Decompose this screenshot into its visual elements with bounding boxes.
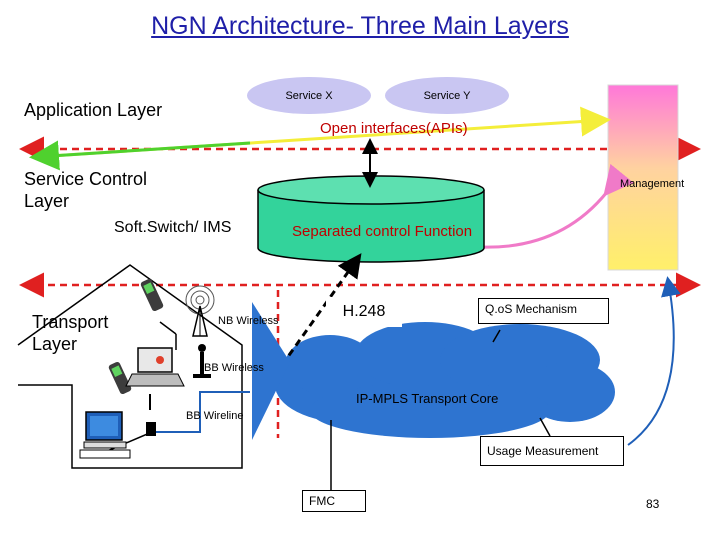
- management-control-arrow: [329, 163, 634, 249]
- bb-wireless-label: BB Wireless: [204, 362, 264, 374]
- service-x-oval: Service X: [247, 77, 371, 114]
- modem-icon: [146, 422, 156, 436]
- laptop-icon: [125, 347, 185, 387]
- usage-management-arrow: [627, 276, 681, 446]
- fmc-box: FMC: [302, 490, 366, 512]
- page-number: 83: [646, 497, 660, 511]
- ip-mpls-label: IP-MPLS Transport Core: [356, 391, 499, 406]
- separated-control-label: Separated control Function: [292, 223, 473, 240]
- pc-link: [104, 431, 153, 453]
- service-y-label: Service Y: [423, 89, 471, 102]
- usage-cloud-connector: [539, 417, 551, 437]
- application-layer-label: Application Layer: [24, 100, 163, 120]
- nb-wireless-label: NB Wireless: [218, 315, 279, 327]
- wireline-link: [152, 391, 250, 433]
- softswitch-label: Soft.Switch/ IMS: [114, 219, 232, 236]
- bb-antenna-icon: [193, 344, 211, 378]
- desktop-pc-icon: [79, 411, 131, 459]
- management-label: Management: [620, 178, 685, 190]
- house-outline: [17, 264, 243, 469]
- transport-layer-label: Transport Layer: [32, 312, 109, 354]
- qos-mechanism-box: Q.oS Mechanism: [478, 298, 609, 324]
- transport-cloud: [275, 322, 615, 438]
- bb-wireline-label: BB Wireline: [186, 410, 244, 422]
- service-y-oval: Service Y: [385, 77, 509, 114]
- phone-link: [159, 321, 177, 335]
- page-title: NGN Architecture- Three Main Layers: [151, 12, 569, 40]
- usage-measurement-box: Usage Measurement: [480, 436, 624, 466]
- mobile-phone-icon-1: [140, 278, 164, 312]
- control-cylinder: [257, 175, 485, 263]
- nb-antenna-icon: [185, 285, 215, 337]
- qos-cloud-connector: [492, 329, 501, 343]
- mobile-phone-icon-2: [108, 361, 132, 395]
- app-management-arrow-tail: [29, 140, 251, 171]
- access-node-icon: [252, 302, 290, 440]
- service-control-layer-label: Service Control Layer: [24, 169, 148, 211]
- service-x-label: Service X: [285, 89, 333, 102]
- open-interfaces-label: Open interfaces(APIs): [320, 120, 468, 137]
- h248-label: H.248: [326, 297, 402, 327]
